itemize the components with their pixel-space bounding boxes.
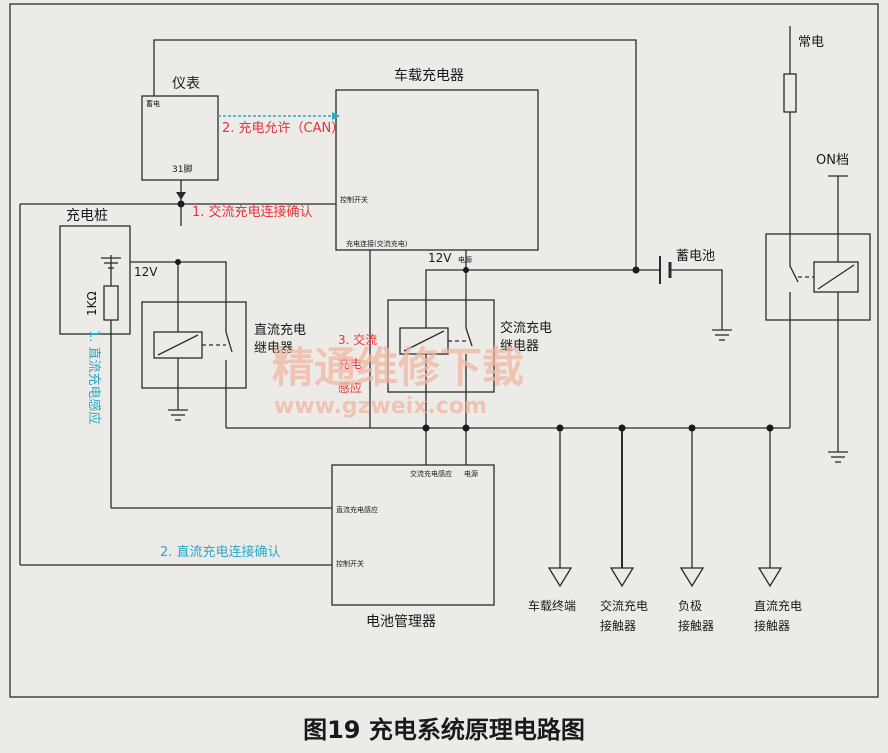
instrument-box <box>141 95 219 181</box>
bms-pin1-label: 交流充电感应 <box>410 469 452 478</box>
resistor <box>103 285 119 321</box>
gnd-onboard-label: 车载终端 <box>528 598 576 613</box>
obc-pin2-label: 充电连接(交流充电) <box>346 239 408 248</box>
resistor-label: 1KΩ <box>85 291 99 316</box>
figure-caption: 图19 充电系统原理电路图 <box>303 716 585 744</box>
ac-relay-box <box>387 299 495 393</box>
bms-pin2-label: 电源 <box>464 469 478 478</box>
v12-left-label: 12V <box>134 265 158 279</box>
dc-confirm-label: 2. 直流充电连接确认 <box>160 544 281 560</box>
battery-label: 蓄电池 <box>676 249 715 264</box>
obc-pin1-label: 控制开关 <box>340 195 368 204</box>
obc-box <box>335 89 539 251</box>
gnd-neg-label: 负极接触器 <box>678 599 714 633</box>
outer-frame <box>9 3 879 698</box>
bms-pin4-label: 控制开关 <box>336 559 364 568</box>
watermark-title: 精通维修下载 <box>272 343 524 392</box>
gnd-ac-label: 交流充电接触器 <box>600 598 648 633</box>
dc-relay-box <box>141 301 247 389</box>
can-signal-label: 2. 充电允许（CAN） <box>222 120 344 136</box>
fuse <box>783 73 797 113</box>
bms-box <box>331 464 495 606</box>
v12-mid-label: 12V <box>428 251 452 265</box>
obc-label: 车载充电器 <box>394 67 464 84</box>
instrument-label: 仪表 <box>172 76 200 92</box>
pin31-label: 31脚 <box>172 164 192 175</box>
on-gear-label: ON档 <box>816 153 849 168</box>
ac-confirm-label: 1. 交流充电连接确认 <box>192 204 313 220</box>
ac-sense-label: 3. 交流充电感应 <box>338 332 377 395</box>
ac-relay-label: 交流充电继电器 <box>500 320 552 354</box>
bms-label: 电池管理器 <box>366 614 436 630</box>
gnd-dc-label: 直流充电接触器 <box>754 598 802 633</box>
obc-pin3-label: 电源 <box>458 255 472 264</box>
dc-sense-label: 1. 直流充电感应 <box>86 330 102 425</box>
always-on-label: 常电 <box>798 35 824 50</box>
main-relay-box <box>765 233 871 321</box>
charger-pile-box <box>59 225 131 335</box>
dc-relay-label: 直流充电继电器 <box>254 322 306 356</box>
inst-pin-label: 蓄电 <box>146 99 160 108</box>
bms-pin3-label: 直流充电感应 <box>336 505 378 514</box>
charger-pile-label: 充电桩 <box>66 207 108 224</box>
watermark-url: www.gzweix.com <box>274 394 487 419</box>
